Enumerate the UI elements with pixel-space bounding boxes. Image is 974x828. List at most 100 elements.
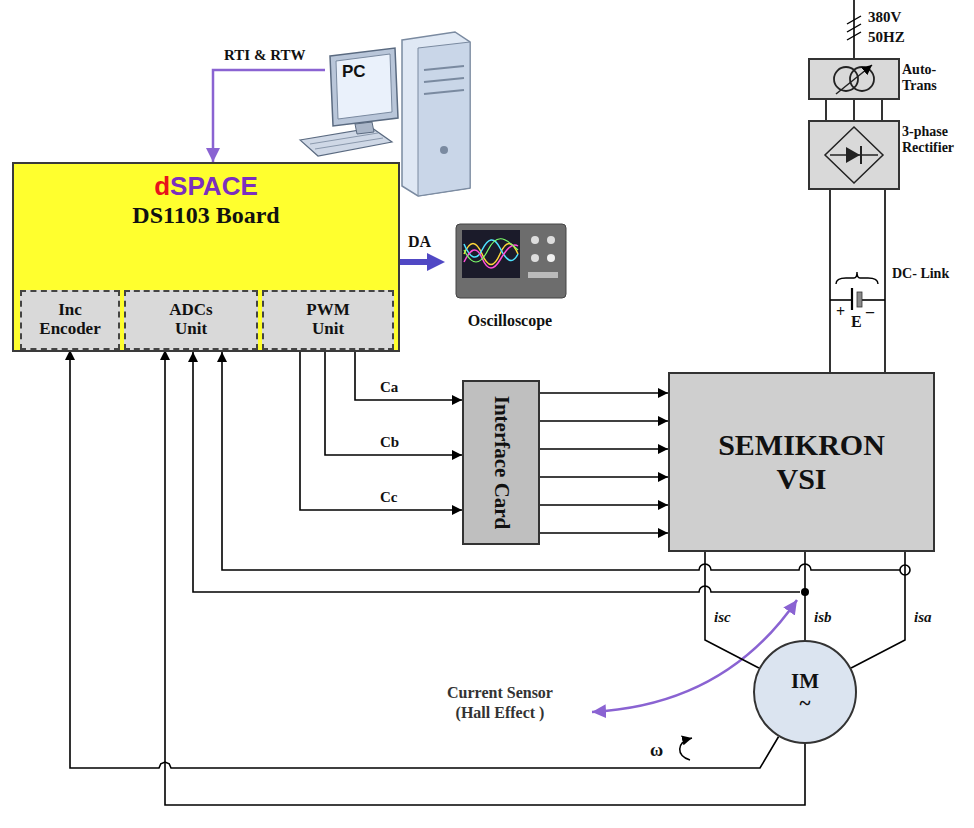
oscilloscope-illustration — [531, 254, 539, 262]
oscilloscope-illustration — [462, 230, 520, 278]
edge-label: isb — [812, 608, 834, 626]
connector — [705, 552, 759, 668]
callout-text: (Hall Effect ) — [415, 703, 585, 722]
connector — [804, 552, 806, 640]
oscilloscope-illustration — [456, 224, 566, 298]
pwm-unit: PWM Unit — [262, 290, 394, 350]
supply-line — [847, 32, 861, 40]
supply-line — [847, 0, 861, 58]
node-label: dSPACE — [14, 164, 398, 202]
three-phase-wires — [881, 100, 883, 120]
connector — [540, 448, 668, 450]
connector — [540, 504, 668, 506]
node-label: PC — [325, 50, 400, 82]
oscilloscope-illustration — [528, 272, 558, 278]
edge-label: Cc — [378, 488, 400, 506]
edge-label: Cb — [378, 433, 401, 451]
oscilloscope-illustration — [456, 224, 566, 298]
connector — [540, 392, 668, 394]
supply-voltage: 380V — [868, 8, 901, 26]
supply-line — [847, 24, 861, 32]
connector — [540, 476, 668, 478]
computer-illustration — [424, 66, 464, 70]
oscilloscope-illustration — [547, 254, 555, 262]
oscilloscope-illustration — [464, 239, 518, 262]
node-label: Oscilloscope — [468, 312, 552, 332]
connector — [851, 552, 905, 668]
rectifier-symbol — [808, 120, 900, 190]
callout-text: Current Sensor — [415, 683, 585, 702]
connector — [213, 70, 325, 162]
edge-label: isc — [712, 608, 733, 626]
connector — [300, 350, 462, 510]
dc-link — [851, 288, 853, 310]
computer-illustration — [315, 138, 383, 149]
computer-illustration — [424, 90, 464, 94]
computer-illustration — [330, 48, 398, 126]
inverter-box: SEMIKRON VSI — [668, 372, 935, 552]
node-label: Interface Card — [489, 388, 512, 538]
oscilloscope-illustration — [547, 236, 555, 244]
rotation-arrow — [680, 738, 692, 760]
computer-illustration — [418, 42, 470, 196]
computer-illustration — [424, 78, 464, 82]
interface-card: Interface Card — [462, 380, 540, 545]
motor-circle: IM~ — [752, 639, 858, 745]
connector — [540, 420, 668, 422]
node-label: SEMIKRON VSI — [702, 428, 902, 497]
dc-link — [861, 299, 885, 301]
node-label: Auto-Trans — [902, 62, 968, 94]
node-label: 3-phase Rectifier — [902, 124, 968, 156]
rectifier-symbol — [860, 146, 862, 164]
node-label: IM — [791, 670, 819, 692]
computer-illustration — [402, 32, 470, 196]
connector — [829, 190, 831, 372]
node-label: PWM Unit — [296, 301, 360, 338]
edge-label: Ca — [378, 378, 400, 396]
transformer-symbol — [808, 58, 900, 100]
rectifier-symbol — [808, 120, 900, 190]
rectifier-box: 3-phase Rectifier — [808, 120, 900, 190]
supply-frequency: 50HZ — [868, 28, 905, 46]
rotation-arrow — [680, 738, 692, 760]
three-phase-wires — [826, 100, 882, 120]
computer-illustration — [355, 122, 374, 134]
edge-label: DA — [406, 232, 433, 251]
dc-link — [830, 299, 852, 301]
computer-illustration — [440, 146, 448, 154]
source-symbol: E — [851, 312, 862, 331]
node-label: DS1103 Board — [14, 202, 398, 230]
computer-node: PC — [325, 50, 400, 122]
speed-symbol: ω — [650, 740, 663, 762]
oscilloscope-illustration — [531, 236, 539, 244]
node-label: Inc Encoder — [34, 301, 106, 338]
dc-link-label: DC- Link — [892, 266, 949, 283]
computer-illustration — [310, 133, 378, 144]
dc-link — [836, 272, 878, 284]
node-label: ~ — [800, 692, 811, 714]
three-phase-wires — [825, 100, 827, 120]
node-label: ADCs Unit — [159, 301, 223, 338]
dc-link — [857, 292, 862, 307]
transformer-symbol — [808, 58, 900, 100]
connector — [540, 532, 668, 534]
dc-link — [884, 190, 886, 372]
polarity-sign: – — [866, 302, 874, 321]
connector — [400, 259, 433, 265]
connector — [325, 350, 462, 455]
edge-label: isa — [912, 608, 934, 626]
edge-label: RTI & RTW — [222, 46, 307, 64]
supply-line — [847, 16, 861, 24]
rectifier-symbol — [825, 127, 883, 183]
connector — [853, 100, 855, 120]
oscilloscope-illustration — [464, 245, 518, 268]
encoder-unit: Inc Encoder — [20, 290, 120, 350]
rectifier-symbol — [846, 147, 860, 163]
polarity-sign: + — [836, 302, 845, 321]
dc-link — [830, 190, 885, 372]
oscilloscope: Oscilloscope — [445, 220, 575, 332]
adc-unit: ADCs Unit — [124, 290, 258, 350]
motor-outline — [754, 641, 856, 743]
auto-transformer: Auto-Trans — [808, 58, 900, 100]
